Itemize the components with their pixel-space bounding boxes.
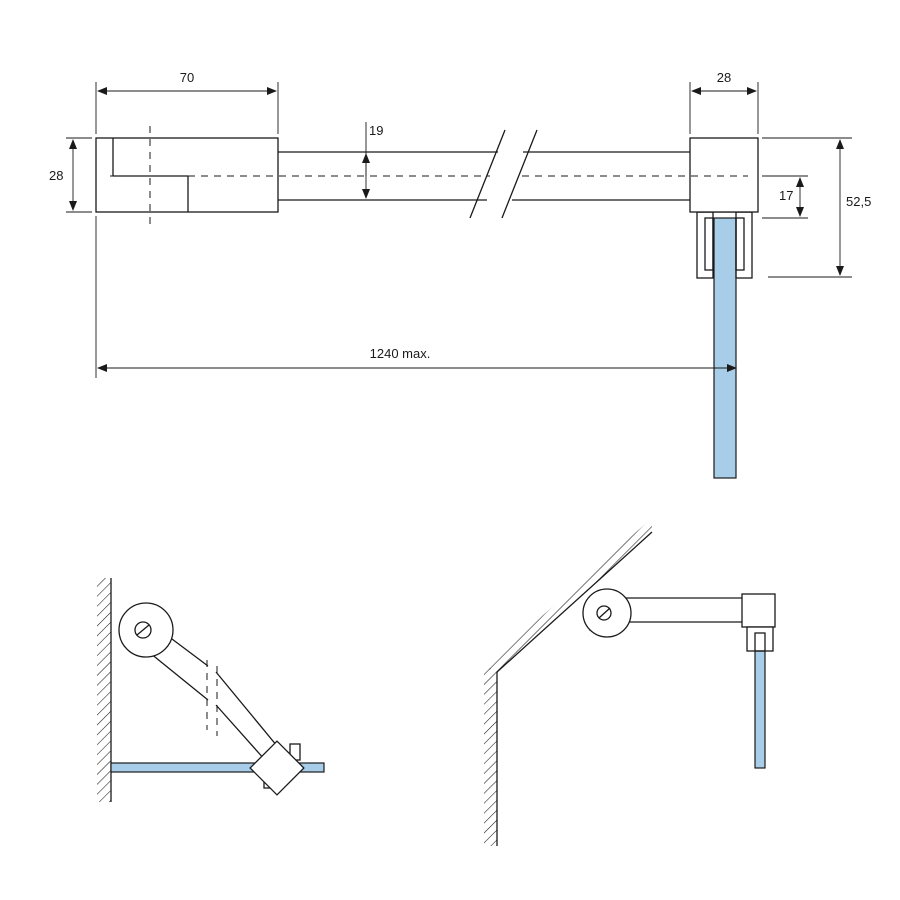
dim-17-label: 17 <box>779 188 793 203</box>
angled-wall-hinge <box>582 588 632 638</box>
vertical-wall-hatching <box>484 668 497 846</box>
diagonal-tube <box>149 638 283 761</box>
wall-hinge <box>118 602 174 658</box>
dim-19-label: 19 <box>369 123 383 138</box>
dim-70: 70 <box>95 70 279 134</box>
dim-52-5-label: 52,5 <box>846 194 871 209</box>
dim-28-left-label: 28 <box>49 168 63 183</box>
dim-17: 17 <box>762 175 808 219</box>
dim-52-5: 52,5 <box>762 137 871 278</box>
center-lines <box>110 126 748 226</box>
glass-connector-diagonal <box>249 740 305 796</box>
side-elevation-view: 70 28 28 19 17 <box>49 70 871 479</box>
dim-19: 19 <box>362 122 383 199</box>
angled-view-connector <box>741 593 776 652</box>
wall-hatching <box>97 578 111 802</box>
dim-1240-label: 1240 max. <box>370 346 431 361</box>
glass-panel-horizontal <box>110 762 325 773</box>
dim-1240: 1240 max. <box>95 216 737 378</box>
dim-28-top: 28 <box>689 70 759 134</box>
glass-panel-vertical <box>754 632 766 769</box>
angled-wall-view <box>484 518 776 846</box>
support-tube <box>278 129 690 219</box>
dim-28-top-label: 28 <box>717 70 731 85</box>
horizontal-tube <box>622 597 742 623</box>
glass-panel <box>713 217 737 479</box>
angled-wall-hatching <box>484 518 652 672</box>
diagonal-plan-view <box>97 578 325 802</box>
dim-70-label: 70 <box>180 70 194 85</box>
wall-bracket <box>95 137 279 213</box>
glass-connector-block <box>689 137 759 213</box>
dim-28-left: 28 <box>49 137 92 213</box>
